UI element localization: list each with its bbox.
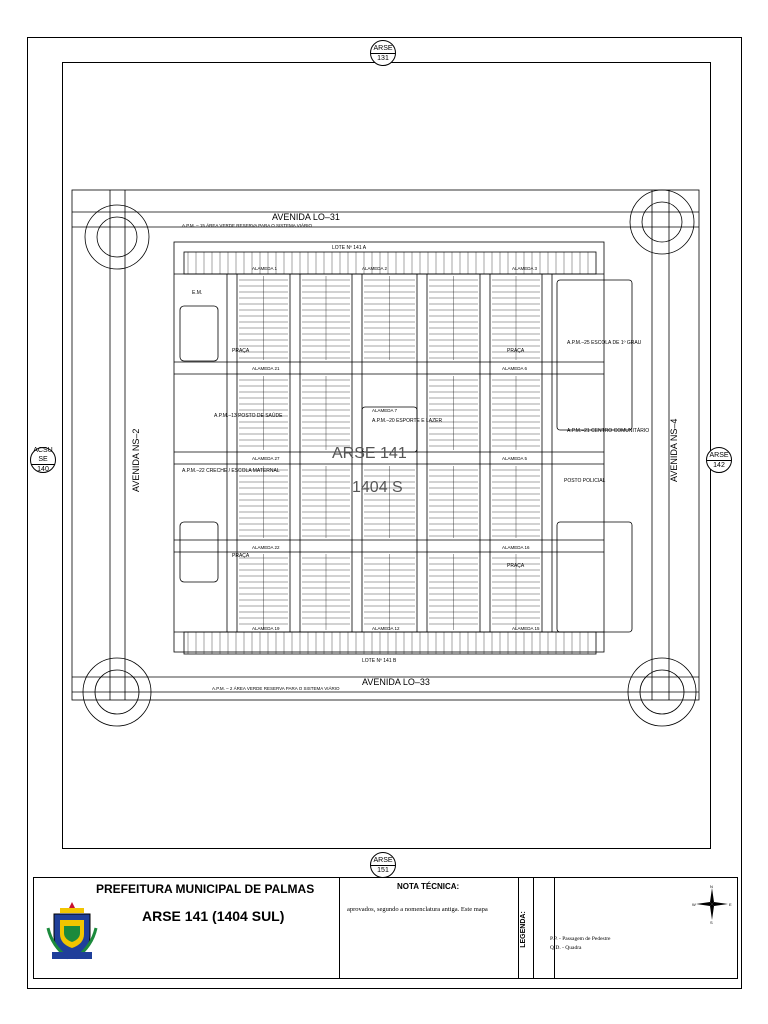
compass-w: W [692,902,696,907]
neighbor-north-top: ARSE [371,44,395,54]
em-north-label: E.M. [192,290,202,296]
neighbor-south-bottom: 151 [377,866,389,874]
lote-141-b: LOTE Nº 141 B [362,658,397,664]
neighbor-east-top: ARSE [707,451,731,461]
outer-road-boundary [71,189,700,701]
alameda-3-label: ALAMEDA 3 [512,266,538,271]
sheet-subtitle: ARSE 141 (1404 SUL) [142,908,285,924]
avenue-ns2-label: AVENIDA NS–2 [131,429,141,492]
alameda-15-label: ALAMEDA 15 [512,626,540,631]
alameda-6-label: ALAMEDA 6 [502,366,528,371]
praca-label-1: PRAÇA [232,348,250,354]
alameda-12-label: ALAMEDA 12 [372,626,400,631]
palmas-coat-of-arms-icon [46,900,98,962]
roundabout-se [627,657,697,727]
alameda-1-label: ALAMEDA 1 [252,266,278,271]
lote-141-a: LOTE Nº 141 A [332,245,367,251]
posto-policial-label: POSTO POLICIAL [564,478,606,484]
alameda-19-label: ALAMEDA 19 [252,626,280,631]
av-lo33-note: A.P.M. – 2 ÁREA VERDE RESERVA PARA O SIS… [212,685,340,691]
avenue-ns4-label: AVENIDA NS–4 [669,419,679,482]
neighbor-west-bottom: 140 [37,466,49,473]
centro-comunitario-label: A.P.M.–21 CENTRO COMUNITÁRIO [567,427,649,434]
center-label-line2: 1404 S [352,479,403,496]
nota-tecnica-text: aprovados, segundo a nomenclatura antiga… [347,906,488,913]
legenda-heading: LEGENDA: [519,911,527,948]
block-escola [556,279,633,431]
praca-label-2: PRAÇA [507,348,525,354]
center-label-line1: ARSE 141 [332,445,407,462]
alameda-2-label: ALAMEDA 2 [362,266,388,271]
creche-label: A.P.M.–22 CRECHE / ESCOLA MATERNAL [182,468,280,474]
roundabout-ne [629,189,695,255]
alameda-5-label: ALAMEDA 5 [502,456,528,461]
neighbor-west-marker: ACSU SE 140 [30,447,56,473]
compass-s: S [710,920,713,924]
escola-label: A.P.M.–25 ESCOLA DE 1º GRAU [567,340,642,346]
org-title: PREFEITURA MUNICIPAL DE PALMAS [96,882,315,896]
alameda-7-label: ALAMEDA 7 [372,408,398,413]
nota-tecnica-heading: NOTA TÉCNICA: [397,882,460,891]
neighbor-east-marker: ARSE 142 [706,447,732,473]
praca-label-3: PRAÇA [232,553,250,559]
lot-hatching [187,252,589,654]
title-block: PREFEITURA MUNICIPAL DE PALMAS ARSE 141 … [33,877,738,979]
compass-n: N [710,884,713,889]
block-em-east [556,521,633,633]
block-em-south [179,521,219,583]
urban-plan-map: AVENIDA LO–31 AVENIDA LO–33 AVENIDA NS–2… [71,189,700,727]
map-frame [62,62,711,849]
legend-item-pp: P.P. - Passagem de Pedestre [550,936,611,942]
block-em-north [179,305,219,362]
neighbor-south-top: ARSE [371,856,395,866]
alameda-21-label: ALAMEDA 21 [252,366,280,371]
legend-heading-cell: LEGENDA: [518,878,534,978]
av-lo31-note: A.P.M. – 15 ÁREA VERDE RESERVA PARA O SI… [182,222,312,228]
neighbor-north-marker: ARSE 131 [370,40,396,66]
neighbor-east-bottom: 142 [713,461,725,469]
avenue-lo31-label: AVENIDA LO–31 [272,212,340,222]
sector-boundary [173,241,605,653]
avenue-lo33-label: AVENIDA LO–33 [362,677,430,687]
alameda-22-label: ALAMEDA 22 [252,545,280,550]
compass-e: E [729,902,732,907]
posto-saude-label: A.P.M.–13 POSTO DE SAÚDE [214,412,283,419]
neighbor-north-bottom: 131 [377,54,389,62]
title-cell: PREFEITURA MUNICIPAL DE PALMAS ARSE 141 … [34,878,340,978]
legend-cell: P.P. - Passagem de Pedestre Q.D. - Quadr… [532,878,737,978]
compass-rose-icon: N S W E [692,884,732,924]
esporte-label: A.P.M.–20 ESPORTE E LAZER [372,418,443,424]
roundabout-sw [82,657,152,727]
alameda-27-label: ALAMEDA 27 [252,456,280,461]
roundabout-nw [84,204,150,270]
alameda-16-label: ALAMEDA 16 [502,545,530,550]
neighbor-west-top: ACSU SE [31,446,55,465]
nota-tecnica-cell: NOTA TÉCNICA: aprovados, segundo a nomen… [339,878,555,978]
legend-item-qd: Q.D. - Quadra [550,945,582,951]
praca-label-4: PRAÇA [507,563,525,569]
block-esporte [361,406,418,453]
neighbor-south-marker: ARSE 151 [370,852,396,878]
